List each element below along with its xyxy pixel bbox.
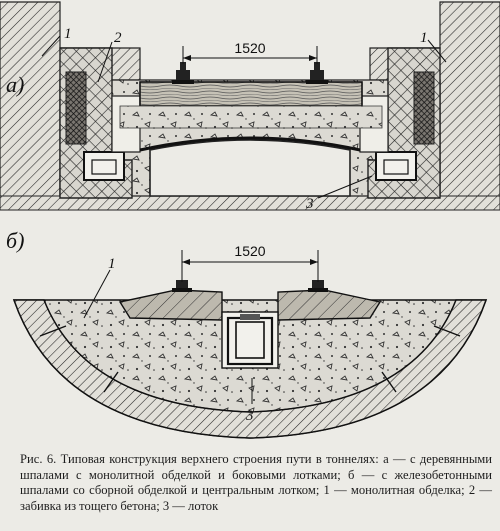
- panel-b: 1520 1 3 б): [6, 228, 488, 439]
- panel-a-callout-3: 3: [305, 196, 314, 212]
- panel-b-left-rail: [172, 280, 192, 292]
- panel-a-left-dense: [65, 71, 87, 145]
- panel-a-callout-1-left: 1: [64, 26, 72, 42]
- panel-a-right-dense: [413, 71, 435, 145]
- panel-b-right-rail: [308, 280, 328, 292]
- panel-a-wooden-sleeper: [139, 81, 363, 107]
- panel-a-callout-1-right: 1: [420, 30, 428, 46]
- panel-a-callout-2: 2: [114, 30, 122, 46]
- figure-caption: Рис. 6. Типовая конструкция верхнего стр…: [20, 452, 492, 514]
- panel-b-callout-3: 3: [245, 408, 254, 424]
- panel-a-right-rail: [306, 62, 328, 84]
- panel-a-left-tray: [83, 151, 125, 181]
- panel-a: 1520 1 2 1 3 а): [0, 1, 500, 212]
- panel-b-central-tray: [221, 311, 279, 369]
- panel-b-dimension-label: 1520: [234, 243, 265, 259]
- panel-b-left-sleeper: [118, 289, 223, 321]
- panel-b-callout-1: 1: [108, 256, 116, 272]
- panel-a-dimension: 1520: [182, 40, 318, 64]
- panel-a-left-rail: [172, 62, 194, 84]
- panel-b-dimension: 1520: [181, 243, 319, 282]
- panel-b-letter: б): [6, 228, 24, 253]
- panel-a-right-tray: [375, 151, 417, 181]
- panel-a-letter: а): [6, 72, 24, 97]
- panel-a-central-void: [149, 139, 351, 197]
- caption-title: Рис. 6. Типовая конструкция верхнего стр…: [20, 452, 379, 466]
- caption-body: а — с деревянными шпалами с монолитной о…: [20, 452, 492, 513]
- panel-b-right-sleeper: [277, 289, 382, 321]
- panel-a-dimension-label: 1520: [234, 40, 265, 56]
